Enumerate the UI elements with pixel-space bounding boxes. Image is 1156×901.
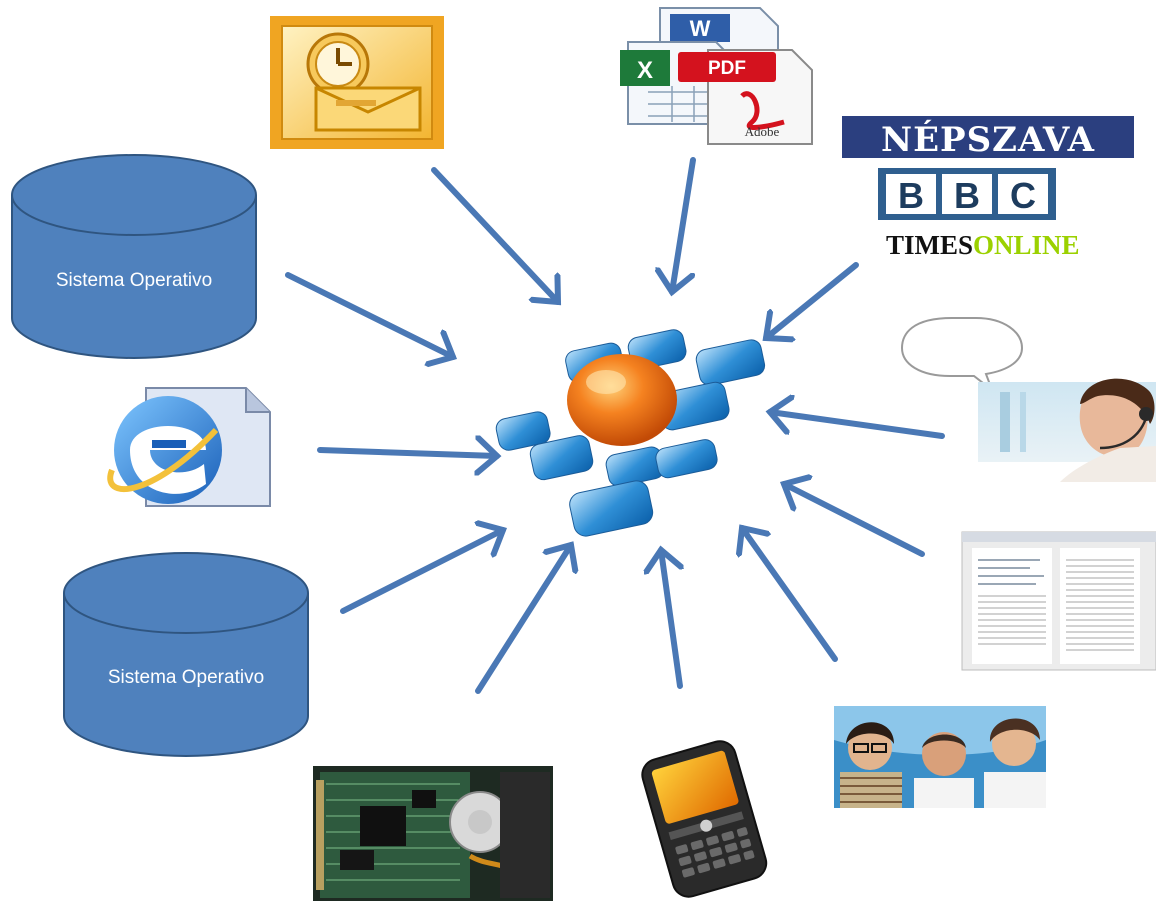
bbc-letter-1: B — [898, 175, 924, 216]
arrow-outlook — [431, 167, 558, 302]
database-cylinder-2: Sistema Operativo — [63, 552, 309, 757]
arrow-ie — [317, 450, 497, 456]
office-docs-icon: W X PDF Adobe — [620, 7, 813, 145]
online-word: ONLINE — [973, 230, 1080, 260]
bbc-letter-3: C — [1010, 175, 1036, 216]
arrow-db2 — [340, 530, 503, 614]
hard-drive-photo — [313, 766, 553, 901]
hub-logo — [495, 329, 766, 537]
bbc-logo: B B C — [878, 168, 1056, 220]
cylinder-2-label: Sistema Operativo — [108, 667, 264, 688]
svg-text:W: W — [690, 16, 711, 41]
document-screenshot — [961, 531, 1156, 671]
arrow-docs — [672, 157, 696, 292]
bbc-letter-2: B — [954, 175, 980, 216]
arrow-harddrive — [475, 545, 571, 694]
outlook-icon — [270, 16, 444, 149]
arrow-phone — [661, 550, 680, 689]
call-center-photo — [978, 378, 1156, 482]
nepszava-text: NÉPSZAVA — [881, 119, 1095, 160]
timesonline-logo: TIMESONLINE — [886, 230, 1080, 260]
cylinder-1-label: Sistema Operativo — [56, 270, 212, 291]
arrow-callcenter — [770, 412, 945, 439]
smartphone-icon — [641, 740, 768, 898]
arrows — [285, 157, 945, 694]
database-cylinder-1: Sistema Operativo — [11, 154, 257, 359]
times-word: TIMES — [886, 230, 973, 260]
speech-bubble-icon — [900, 317, 1024, 393]
arrow-people — [742, 528, 838, 662]
svg-text:X: X — [637, 57, 653, 84]
arrow-news — [766, 262, 859, 338]
nepszava-logo: NÉPSZAVA — [842, 116, 1134, 160]
arrow-document — [784, 484, 925, 557]
arrow-db1 — [285, 272, 453, 357]
pdf-label: PDF — [708, 58, 746, 79]
svg-text:TIMESONLINE: TIMESONLINE — [886, 230, 1080, 260]
internet-explorer-icon — [107, 387, 271, 507]
people-photo — [834, 706, 1046, 808]
adobe-label: Adobe — [745, 124, 780, 139]
